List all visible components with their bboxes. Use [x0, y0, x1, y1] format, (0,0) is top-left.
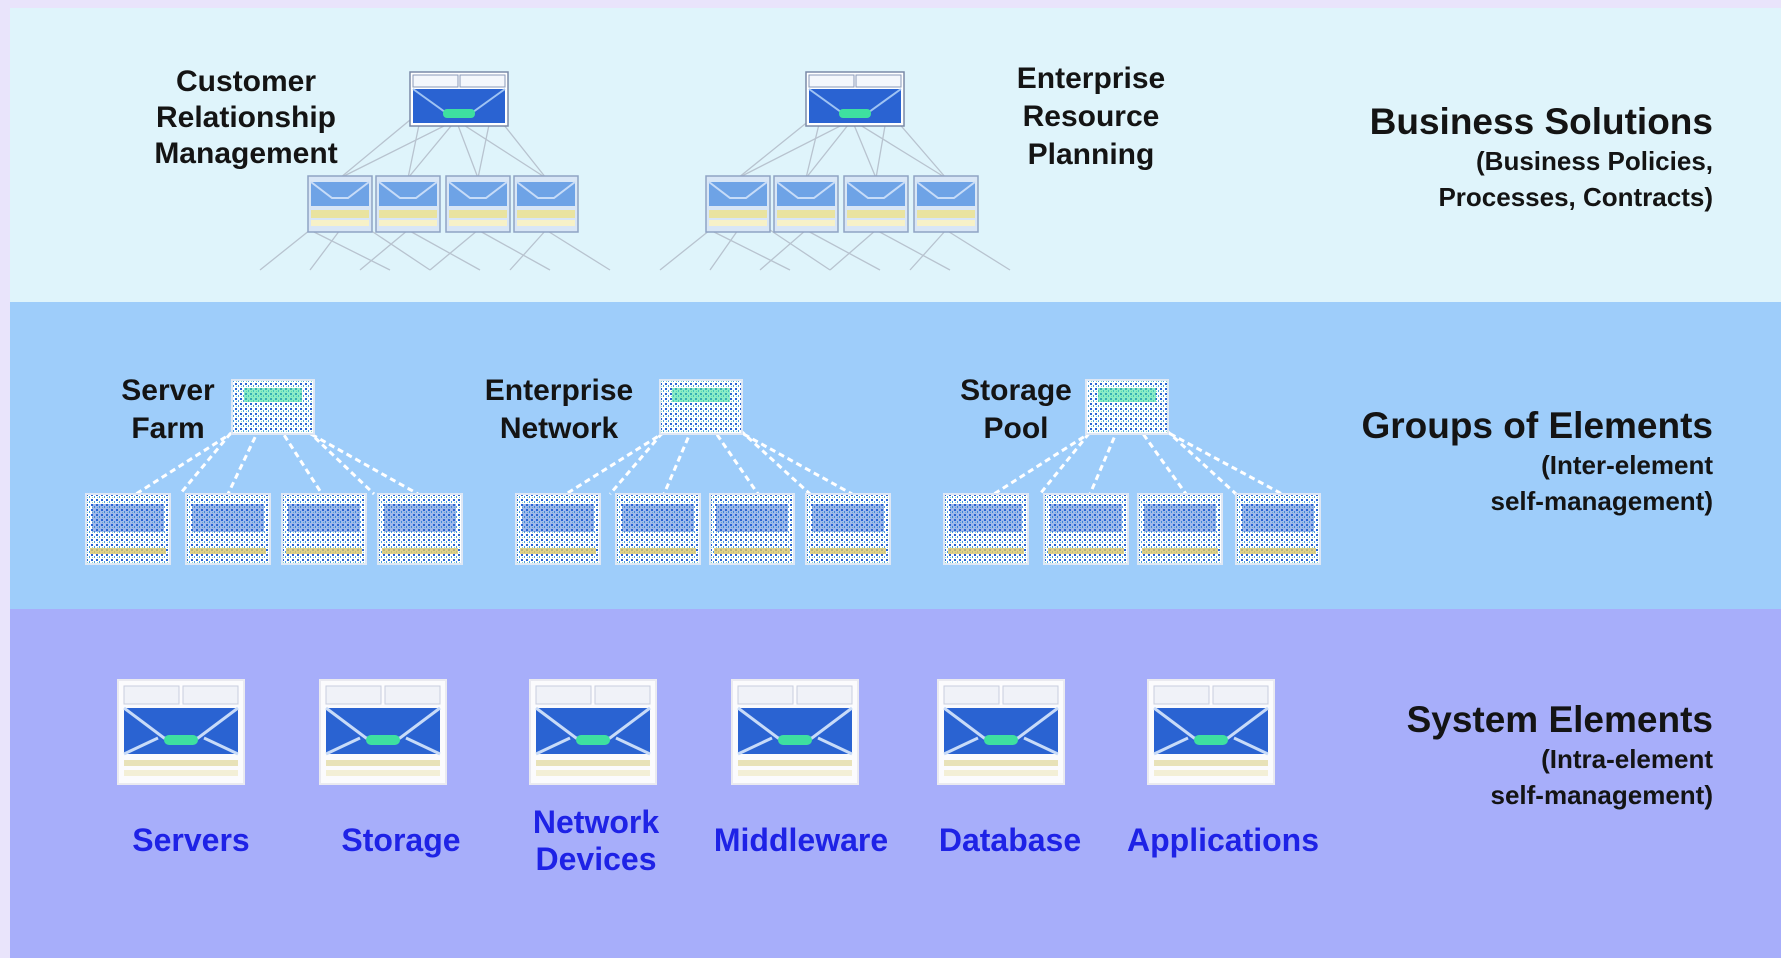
- autonomic-layers-diagram: Customer Relationship Management Enterpr…: [10, 8, 1781, 958]
- groups-of-elements-subtitle: (Inter-element self-management): [1490, 450, 1714, 516]
- database-icon: [936, 678, 1066, 786]
- storage-label: Storage: [341, 822, 461, 858]
- business-solutions-band: [10, 8, 1781, 302]
- enterprise-network-label: Enterprise Network: [484, 374, 634, 446]
- servers-icon: [116, 678, 246, 786]
- erp-tree-icon: [659, 71, 1011, 271]
- middleware-label: Middleware: [713, 822, 889, 858]
- diagram-graphics: [85, 71, 1321, 786]
- system-elements-heading: System Elements (Intra-element self-mana…: [1407, 698, 1713, 813]
- storage-pool-label: Storage Pool: [960, 374, 1072, 446]
- database-label: Database: [938, 822, 1082, 858]
- system-elements-band: [10, 609, 1781, 958]
- business-solutions-subtitle: (Business Policies, Processes, Contracts…: [1438, 146, 1713, 212]
- applications-label: Applications: [1126, 822, 1319, 858]
- storage-icon: [318, 678, 448, 786]
- network-devices-label: Network Devices: [532, 804, 660, 877]
- server-farm-tree-icon: [85, 379, 463, 565]
- middleware-icon: [730, 678, 860, 786]
- enterprise-network-tree-icon: [515, 379, 891, 565]
- crm-tree-icon: [259, 71, 611, 271]
- storage-pool-tree-icon: [943, 379, 1321, 565]
- business-solutions-heading: Business Solutions (Business Policies, P…: [1370, 100, 1713, 215]
- servers-label: Servers: [132, 822, 250, 858]
- server-farm-label: Server Farm: [121, 374, 215, 446]
- groups-of-elements-title: Groups of Elements: [1361, 405, 1713, 446]
- erp-label: Enterprise Resource Planning: [1016, 62, 1166, 172]
- applications-icon: [1146, 678, 1276, 786]
- crm-label: Customer Relationship Management: [154, 65, 338, 170]
- system-elements-subtitle: (Intra-element self-management): [1490, 744, 1714, 810]
- groups-of-elements-heading: Groups of Elements (Inter-element self-m…: [1361, 404, 1713, 519]
- network-devices-icon: [528, 678, 658, 786]
- business-solutions-title: Business Solutions: [1369, 101, 1713, 142]
- system-elements-title: System Elements: [1406, 699, 1713, 740]
